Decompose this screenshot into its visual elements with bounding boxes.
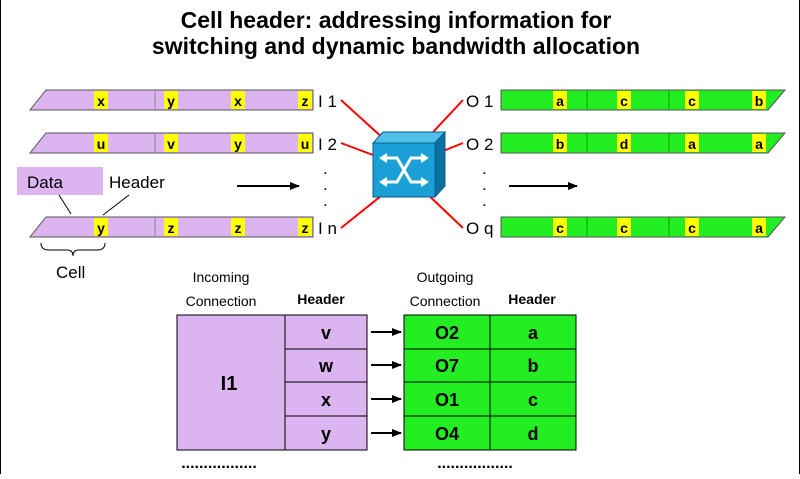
output-dot-3: . (482, 191, 487, 210)
output-stream-1: O 1 a c c b (466, 89, 787, 111)
outgoing-connection-cell-1: O2 (435, 323, 459, 343)
input-n-header-3: z (235, 220, 242, 236)
data-label-box (17, 167, 103, 195)
header-label: Header (109, 173, 165, 192)
data-label: Data (27, 173, 63, 192)
output-1-label: O 1 (466, 92, 493, 111)
input-1-header-3: x (234, 93, 242, 109)
title-line-2: switching and dynamic bandwidth allocati… (152, 33, 640, 59)
input-2-header-2: v (167, 136, 175, 152)
input-2-label: I 2 (318, 135, 337, 154)
header-pointer-line (102, 194, 130, 216)
outgoing-header-cell-1: a (528, 323, 539, 343)
outgoing-connection-cell-2: O7 (435, 356, 459, 376)
incoming-ellipsis: ................. (181, 455, 257, 472)
outgoing-label-line-1: Outgoing (417, 269, 474, 285)
outgoing-connection-cell-4: O4 (435, 424, 459, 444)
incoming-header-cell-4: y (321, 424, 331, 444)
input-2-header-4: u (301, 136, 310, 152)
outgoing-header-cell-2: b (528, 356, 539, 376)
incoming-header-cell-1: v (321, 323, 331, 343)
input-n-header-2: z (168, 220, 175, 236)
outgoing-header-cell-3: c (528, 390, 538, 410)
output-1-header-2: c (620, 93, 628, 109)
output-dot-2: . (482, 175, 487, 194)
output-2-header-2: d (620, 136, 629, 152)
output-1-header-1: a (556, 93, 564, 109)
incoming-header-cell-2: w (318, 356, 334, 376)
input-stream-2: u v y u I 2 (28, 132, 337, 154)
title-line-1: Cell header: addressing information for (181, 7, 612, 33)
output-2-header-4: a (755, 136, 763, 152)
output-dot-1: . (482, 159, 487, 178)
outgoing-connection-cell-3: O1 (435, 390, 459, 410)
input-dot-1: . (323, 159, 328, 178)
input-n-label: I n (318, 219, 337, 238)
output-q-header-1: c (556, 220, 564, 236)
incoming-label-line-2: Connection (186, 293, 257, 309)
data-pointer-line (58, 194, 72, 215)
input-stream-1: x y x z I 1 (28, 89, 337, 111)
incoming-table: I1 v w x y (176, 314, 368, 451)
input-2-header-3: y (234, 136, 242, 152)
input-1-header-1: x (97, 93, 105, 109)
output-q-label: O q (466, 219, 493, 238)
input-1-header-4: z (302, 93, 309, 109)
output-1-header-3: c (688, 93, 696, 109)
input-dot-2: . (323, 175, 328, 194)
input-2-header-1: u (97, 136, 106, 152)
output-q-header-4: a (755, 220, 763, 236)
switch-links (340, 99, 464, 229)
output-q-header-2: c (620, 220, 628, 236)
outgoing-header-label: Header (508, 291, 556, 307)
outgoing-header-cell-4: d (528, 424, 539, 444)
incoming-header-cell-3: x (321, 390, 331, 410)
input-dot-3: . (323, 191, 328, 210)
input-stream-n: y z z z I n (28, 216, 337, 238)
incoming-connection-cell: I1 (221, 373, 238, 395)
input-n-header-4: z (302, 220, 309, 236)
output-stream-q: O q c c c a (466, 216, 787, 238)
output-2-label: O 2 (466, 135, 493, 154)
outgoing-ellipsis: ................. (437, 455, 513, 472)
input-1-header-2: y (167, 93, 175, 109)
output-2-header-1: b (556, 136, 565, 152)
outgoing-table: O2 O7 O1 O4 a b c d (403, 314, 577, 451)
output-q-header-3: c (688, 220, 696, 236)
outgoing-label-line-2: Connection (410, 293, 481, 309)
output-1-header-4: b (755, 93, 764, 109)
mapping-arrows (371, 328, 402, 437)
incoming-header-label: Header (297, 291, 345, 307)
switch-icon (371, 130, 447, 199)
cell-label: Cell (56, 263, 85, 282)
incoming-label-line-1: Incoming (193, 269, 250, 285)
cell-brace (40, 242, 106, 257)
input-1-label: I 1 (318, 92, 337, 111)
output-stream-2: O 2 b d a a (466, 132, 787, 154)
output-2-header-3: a (688, 136, 696, 152)
input-n-header-1: y (97, 220, 105, 236)
